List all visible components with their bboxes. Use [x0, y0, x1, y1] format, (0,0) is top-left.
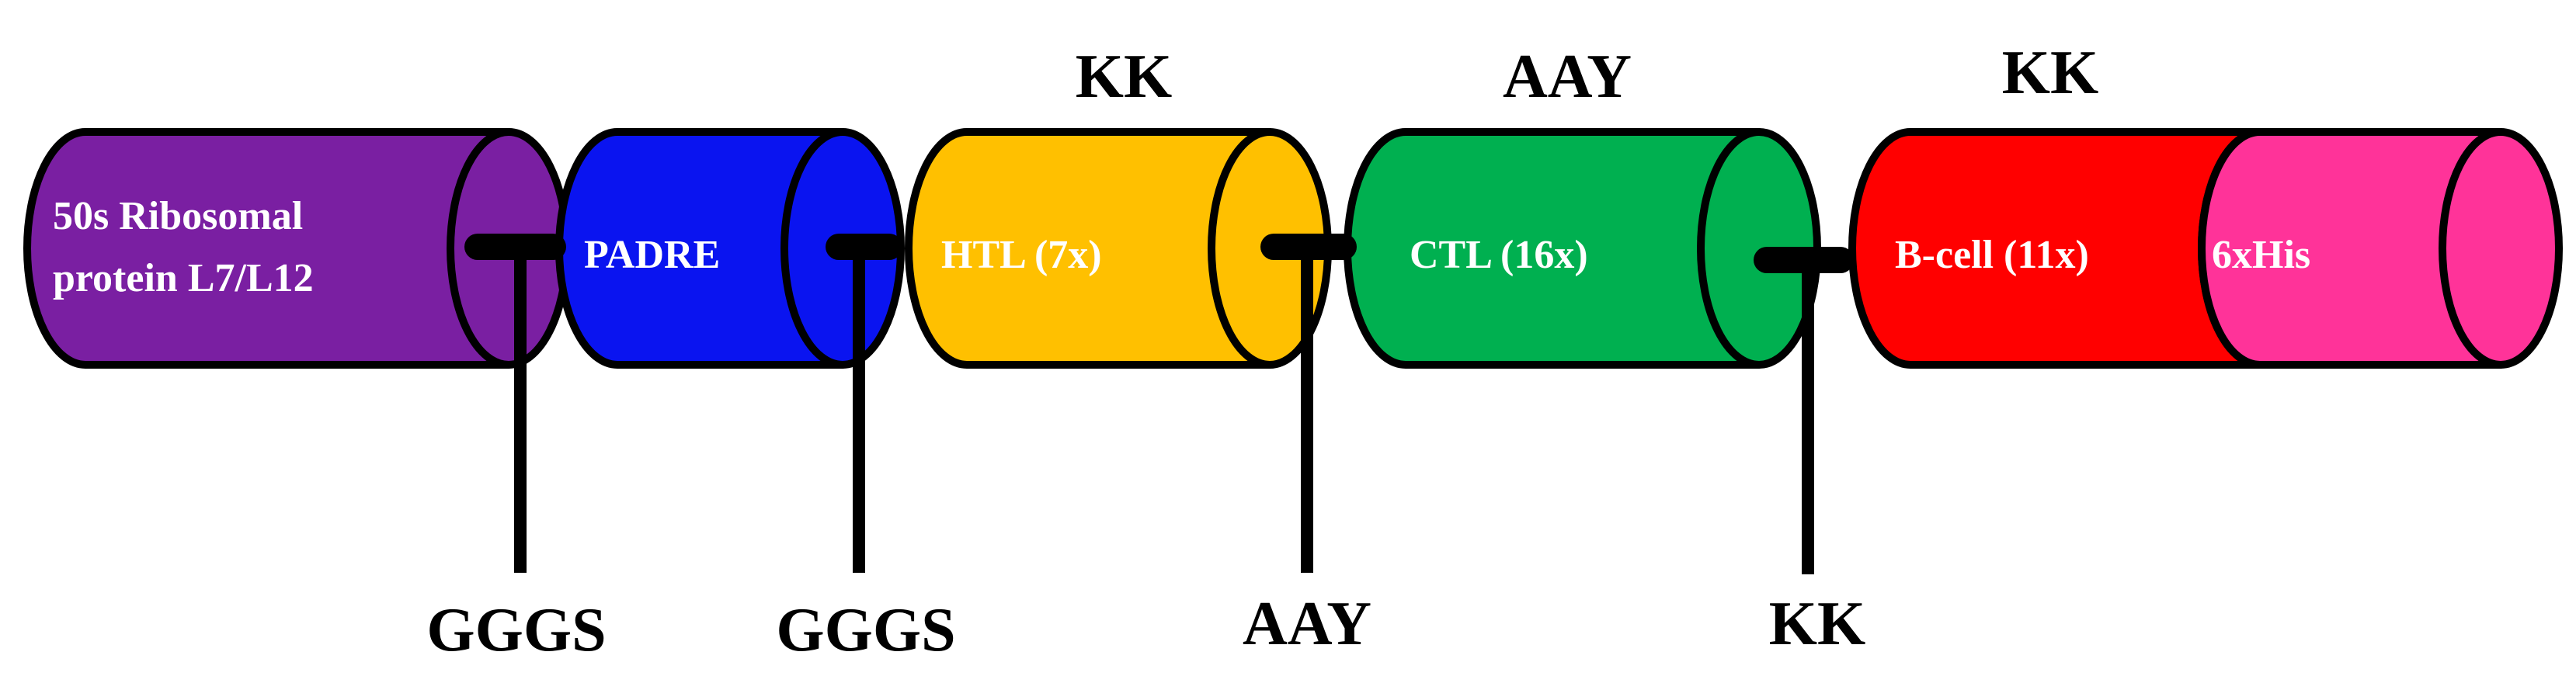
segment-ribosomal-body: [23, 128, 513, 369]
top-linker-label-2: AAY: [1503, 43, 1632, 111]
segment-htl-label: HTL (7x): [941, 233, 1102, 277]
segment-htl-body: [905, 128, 1274, 369]
linker-connector-1: [464, 234, 566, 573]
segment-padre: PADRE: [555, 128, 905, 369]
segment-ribosomal: 50s Ribosomal protein L7/L12: [23, 128, 571, 369]
linker-connector-4: [1754, 247, 1854, 574]
segment-his-cap: [2439, 128, 2563, 369]
bottom-linker-label-2: GGGS: [776, 596, 955, 664]
bottom-linker-label-1: GGGS: [426, 596, 606, 664]
segment-padre-body: [555, 128, 846, 369]
linker-connector-2: [826, 234, 902, 573]
segment-ctl-label: CTL (16x): [1410, 233, 1588, 277]
top-linker-label-1: KK: [1076, 43, 1172, 111]
top-linker-label-3: KK: [2002, 39, 2098, 107]
segment-ctl: CTL (16x): [1344, 128, 1821, 369]
segment-his-body: [2198, 128, 2505, 369]
linker-connector-3: [1260, 234, 1357, 573]
bottom-linker-label-3: AAY: [1243, 590, 1371, 658]
bottom-linker-label-4: KK: [1769, 590, 1865, 658]
segment-bcell-label: B-cell (11x): [1895, 233, 2089, 277]
segment-ctl-body: [1344, 128, 1763, 369]
segment-padre-label: PADRE: [584, 233, 720, 277]
segment-ribosomal-label-line1: 50s Ribosomal: [53, 194, 303, 238]
segment-his-label: 6xHis: [2212, 233, 2310, 277]
segment-his: 6xHis: [2198, 128, 2563, 369]
segment-ribosomal-label-line2: protein L7/L12: [53, 256, 314, 300]
